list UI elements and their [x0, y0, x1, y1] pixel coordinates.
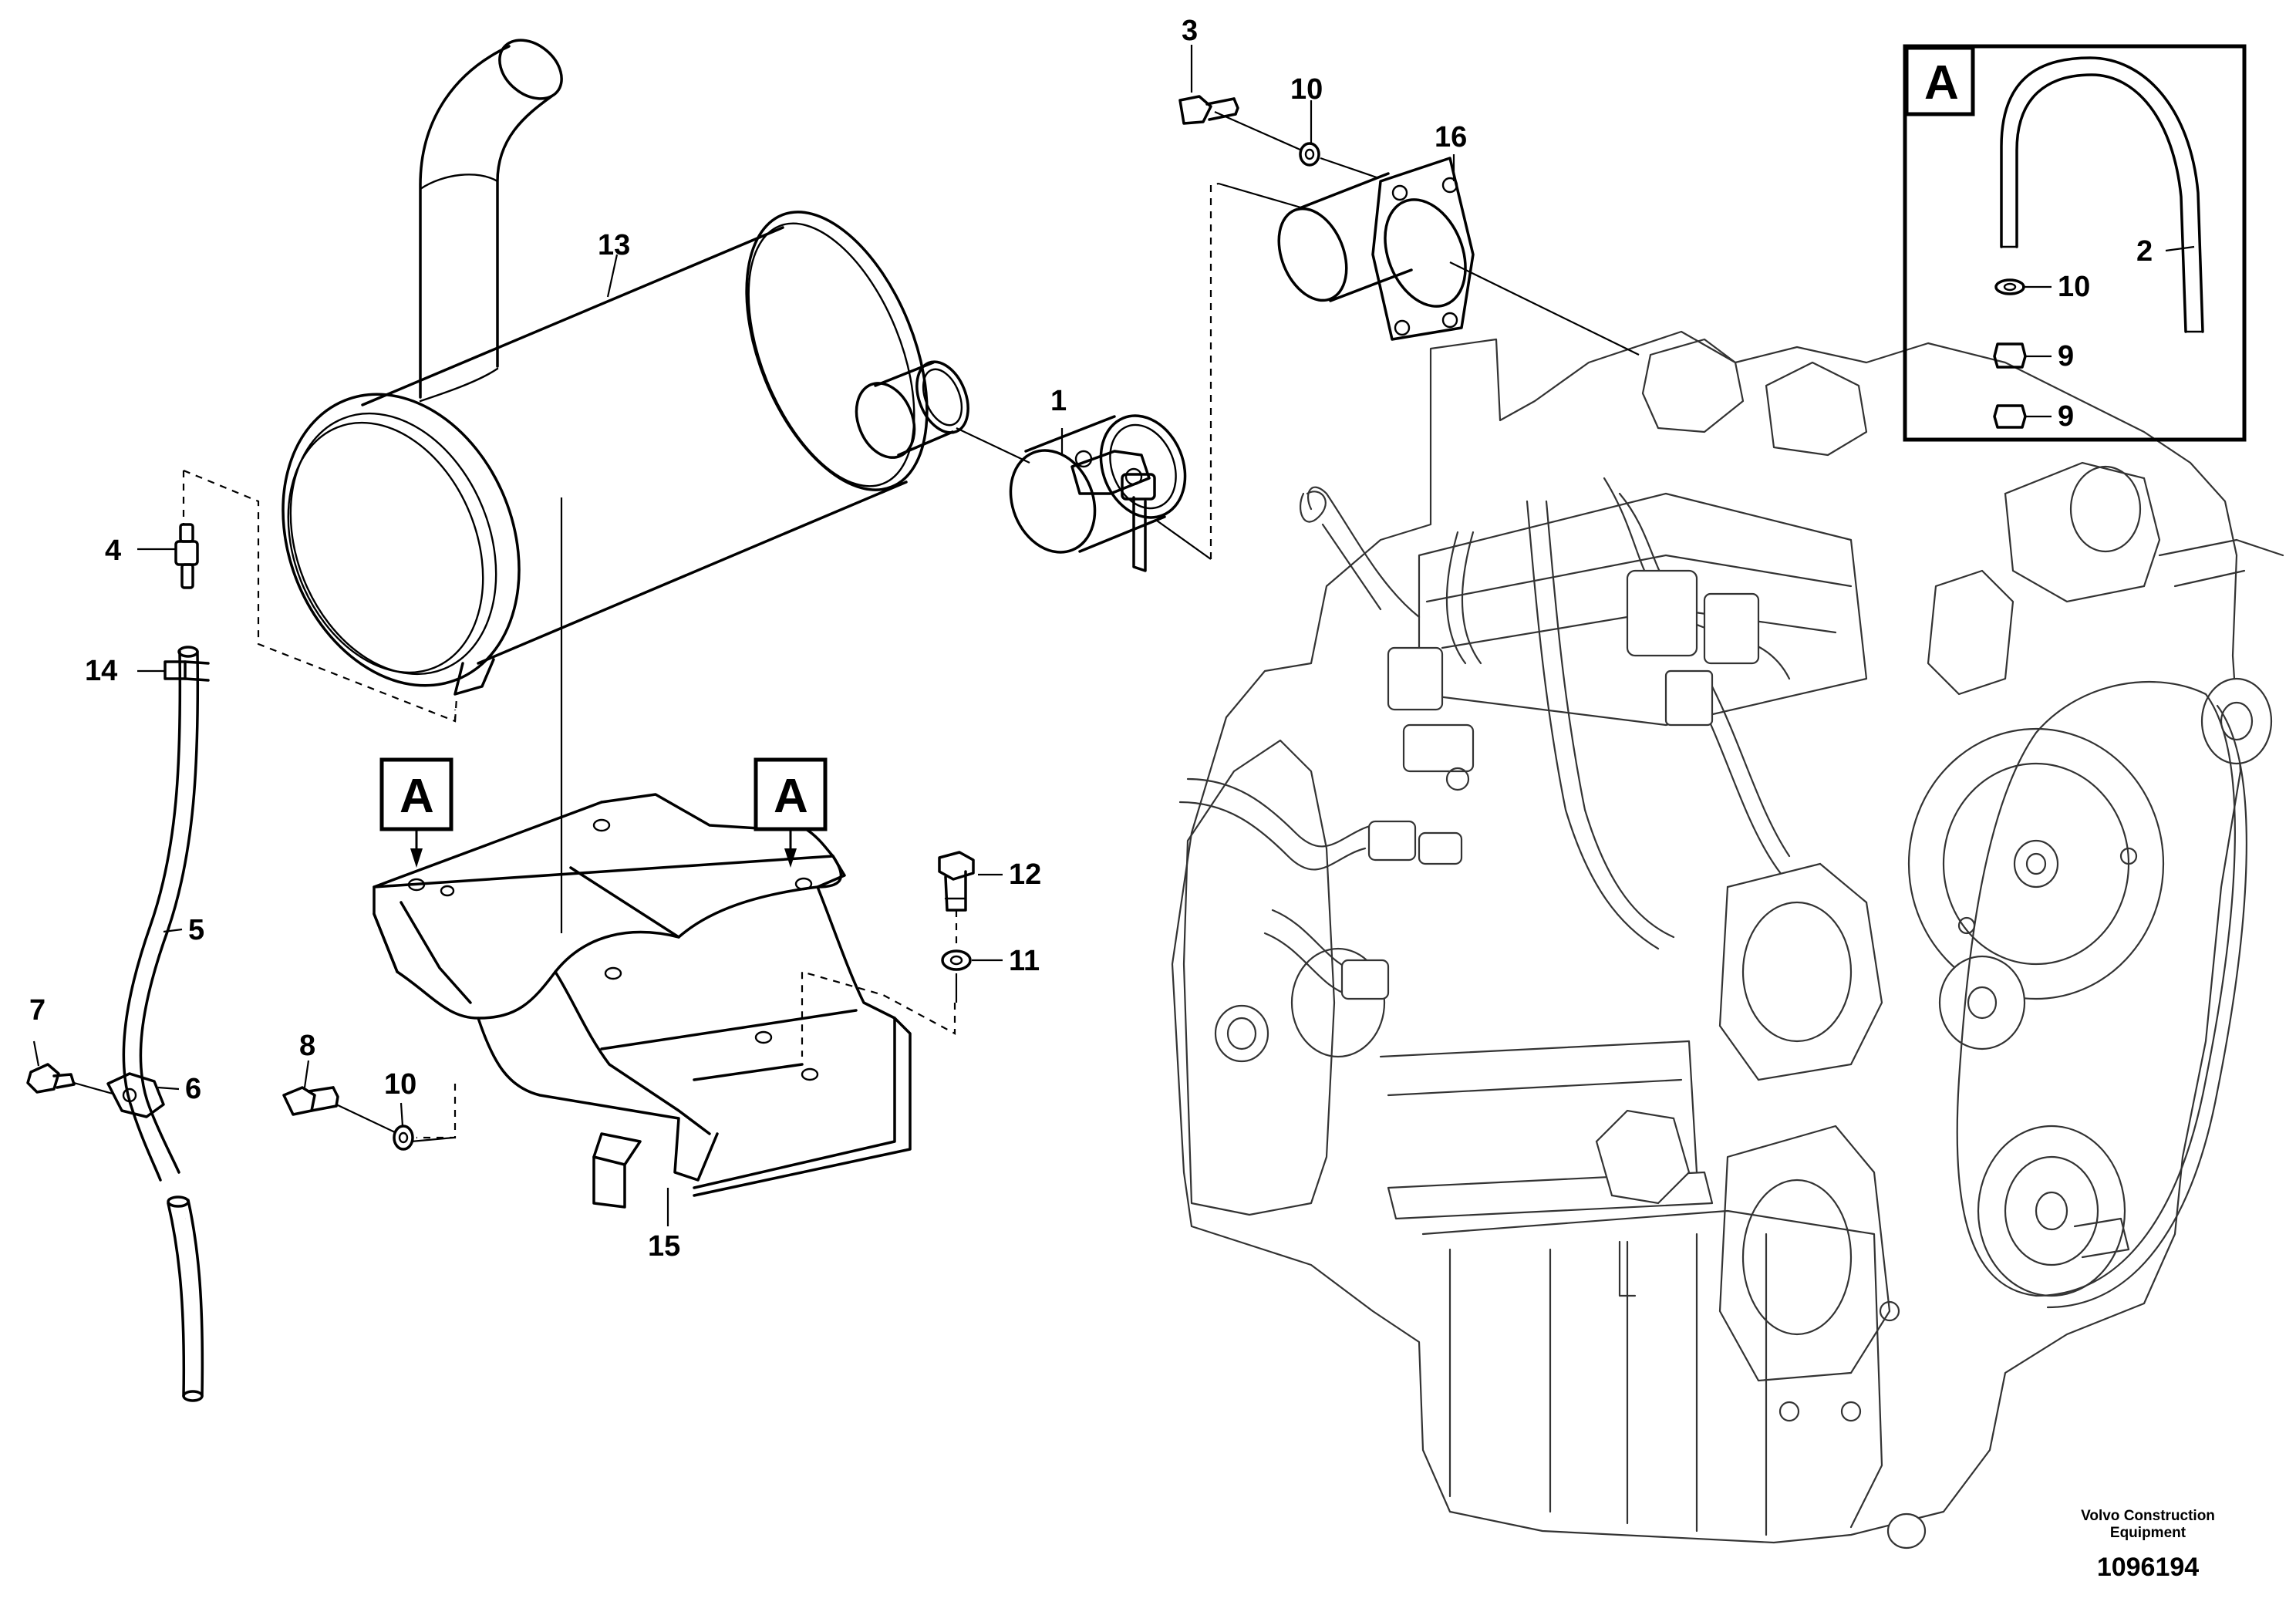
hose-retainer-part	[106, 1072, 165, 1118]
callout-12: 12	[1009, 858, 1041, 891]
callout-10b: 10	[2058, 271, 2090, 303]
callout-9b: 9	[2058, 400, 2074, 433]
view-tag-right-letter: A	[774, 770, 808, 823]
nipple-fitting-part	[174, 523, 199, 589]
callout-9a: 9	[2058, 340, 2074, 373]
callout-14: 14	[85, 655, 117, 687]
bolt-12-part	[938, 851, 975, 912]
detail-view-a	[1903, 44, 2247, 442]
view-a-tag-left	[379, 757, 453, 868]
clamp-part	[1009, 414, 1187, 572]
hose-clamp-part	[164, 660, 210, 682]
view-a-tag-right	[754, 757, 828, 868]
drain-hose-part	[122, 646, 204, 1402]
flange-pipe-part	[1277, 157, 1475, 341]
assembly-lines	[182, 182, 1219, 1139]
muffler-bracket-part	[373, 793, 912, 1209]
callout-10c: 10	[384, 1068, 416, 1101]
manufacturer-name-line1: Volvo Construction	[2081, 1508, 2215, 1524]
callout-10a: 10	[1290, 73, 1323, 106]
view-tag-labels: A A A	[400, 56, 1959, 823]
callout-16: 16	[1435, 121, 1467, 153]
view-tag-detail-letter: A	[1924, 56, 1959, 110]
washer-10-bottom	[393, 1125, 414, 1151]
callout-5: 5	[188, 914, 204, 946]
washer-10-top	[1299, 142, 1320, 167]
document-number: 1096194	[2096, 1553, 2200, 1582]
callout-2: 2	[2136, 235, 2153, 268]
manufacturer-footer: Volvo Construction Equipment 1096194	[2055, 1508, 2240, 1583]
bolt-8-part	[282, 1086, 339, 1116]
muffler-part	[282, 39, 969, 696]
bolt-3-part	[1178, 95, 1239, 125]
screw-7-part	[26, 1063, 76, 1094]
callout-13: 13	[598, 229, 630, 261]
callout-4: 4	[105, 534, 121, 567]
callout-labels: 1 2 3 4 5 6 7 8 9 9 10 10 10 11 12 13 14…	[29, 15, 2153, 1263]
callout-1: 1	[1050, 385, 1067, 417]
engine-illustration	[1171, 330, 2284, 1549]
manufacturer-name-line2: Equipment	[2109, 1525, 2186, 1541]
view-tag-left-letter: A	[400, 770, 434, 823]
callout-7: 7	[29, 994, 46, 1027]
callout-3: 3	[1182, 15, 1198, 47]
callout-8: 8	[299, 1030, 315, 1062]
callout-11: 11	[1009, 945, 1040, 977]
washer-11	[941, 949, 972, 971]
callout-15: 15	[648, 1230, 680, 1263]
callout-6: 6	[185, 1073, 201, 1105]
leader-lines	[32, 45, 2195, 1226]
